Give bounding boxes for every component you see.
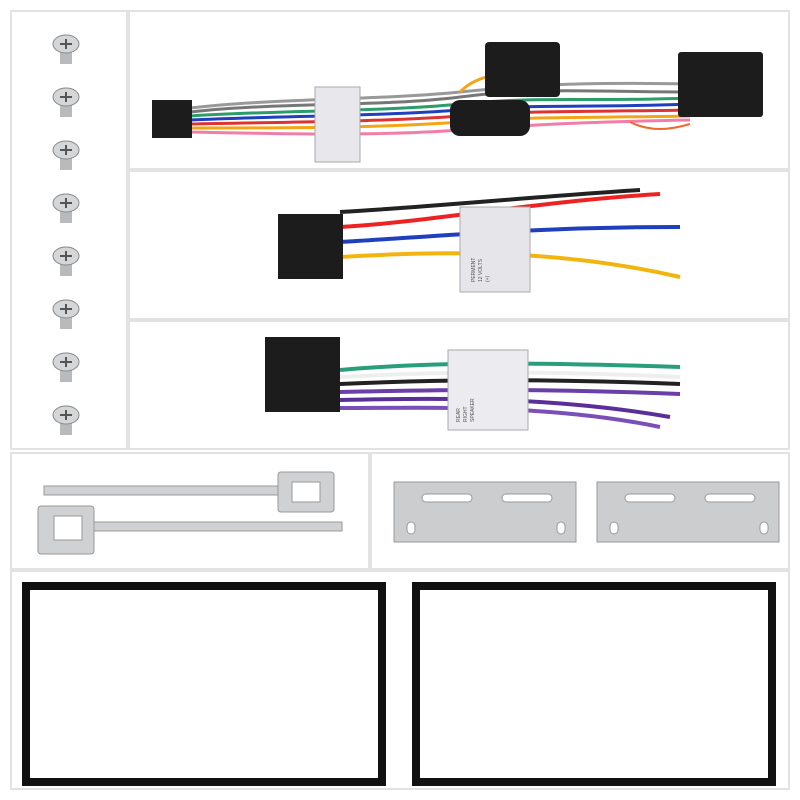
screw-icon — [52, 87, 80, 117]
ferrite-core-bottom — [450, 100, 530, 136]
screw-icon — [52, 140, 80, 170]
main-harness-panel — [128, 10, 790, 170]
key-top — [43, 485, 285, 496]
iso-speaker-connector — [265, 337, 340, 412]
tag-text: (+) — [485, 275, 491, 282]
removal-keys-image — [37, 471, 343, 555]
main-harness-image — [152, 42, 763, 163]
brackets-image — [393, 481, 780, 543]
connector-left — [152, 100, 192, 138]
trim-frames-panel — [10, 570, 790, 790]
screws-image — [52, 34, 80, 435]
screws-panel — [10, 10, 128, 450]
trim-frame-right — [412, 582, 776, 786]
bracket-left — [393, 481, 577, 543]
screw-icon — [52, 405, 80, 435]
bracket-right — [596, 481, 780, 543]
wire-tag — [459, 206, 531, 293]
speaker-harness-image: REAR RIGHT SPEAKER — [265, 337, 681, 431]
removal-keys-panel — [10, 452, 370, 570]
power-harness-image: PERMENT 12 VOLTS (+) — [278, 188, 681, 293]
wire-tag — [314, 86, 361, 163]
screw-icon — [52, 352, 80, 382]
wire-tag — [447, 349, 529, 431]
power-harness-panel: PERMENT 12 VOLTS (+) — [128, 170, 790, 320]
speaker-harness-panel: REAR RIGHT SPEAKER — [128, 320, 790, 450]
ferrite-core-top — [485, 42, 560, 97]
tag-text: 12 VOLTS — [478, 258, 484, 282]
key-bottom — [81, 521, 343, 532]
iso-power-connector — [278, 214, 343, 279]
screw-icon — [52, 193, 80, 223]
tag-text: SPEAKER — [470, 398, 476, 422]
trim-frames-image — [22, 582, 776, 786]
tag-text: REAR — [456, 408, 462, 422]
connector-right — [678, 52, 763, 117]
tag-text: PERMENT — [471, 258, 477, 282]
screw-icon — [52, 34, 80, 64]
tag-text: RIGHT — [463, 406, 469, 422]
screw-icon — [52, 299, 80, 329]
brackets-panel — [370, 452, 790, 570]
trim-frame-left — [22, 582, 386, 786]
screw-icon — [52, 246, 80, 276]
